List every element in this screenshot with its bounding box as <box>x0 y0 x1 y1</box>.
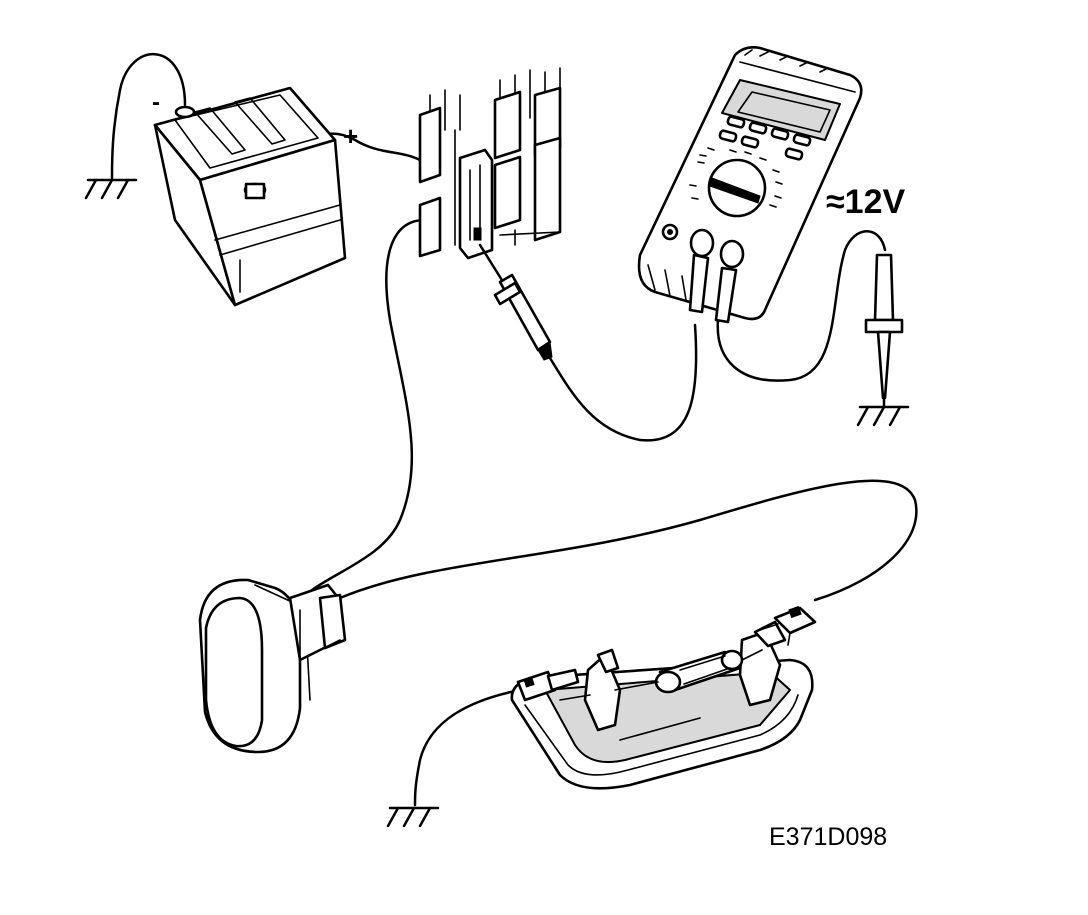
figure-code: E371D098 <box>769 823 887 851</box>
lamp-housing <box>510 605 817 790</box>
voltage-reading: ≈12V <box>826 183 905 221</box>
rocker-switch <box>198 578 347 754</box>
negative-terminal <box>174 105 196 119</box>
fuse-to-switch-wire <box>310 218 427 592</box>
ground-symbol-battery <box>84 178 138 200</box>
ground-symbol-probe <box>856 405 910 427</box>
com-lead-wire <box>716 230 887 382</box>
test-probe-red <box>478 243 553 361</box>
button-3 <box>770 127 790 141</box>
multimeter <box>637 46 863 324</box>
button-6 <box>740 135 760 149</box>
button-7 <box>784 147 804 161</box>
lamp-connector-left <box>516 668 580 702</box>
jack-plug-1 <box>689 228 715 258</box>
button-1 <box>726 115 746 129</box>
battery <box>153 86 347 307</box>
button-4 <box>792 133 812 147</box>
jack-plug-2 <box>719 239 745 269</box>
fuse-box <box>418 67 562 260</box>
lamp-connector-right <box>759 605 817 646</box>
button-5 <box>718 129 738 143</box>
multimeter-display <box>721 79 841 141</box>
festoon-bulb <box>654 649 744 694</box>
button-2 <box>748 121 768 135</box>
battery-negative-label: - <box>152 89 160 116</box>
battery-ground-wire <box>110 53 187 180</box>
lamp-ground-wire <box>413 688 522 807</box>
battery-positive-label: + <box>343 121 358 151</box>
probed-fuse <box>458 148 494 260</box>
switch-to-lamp-wire <box>338 479 918 602</box>
probe-lead-wire <box>543 323 698 442</box>
ground-symbol-lamp <box>386 806 440 828</box>
test-probe-black <box>864 253 904 409</box>
